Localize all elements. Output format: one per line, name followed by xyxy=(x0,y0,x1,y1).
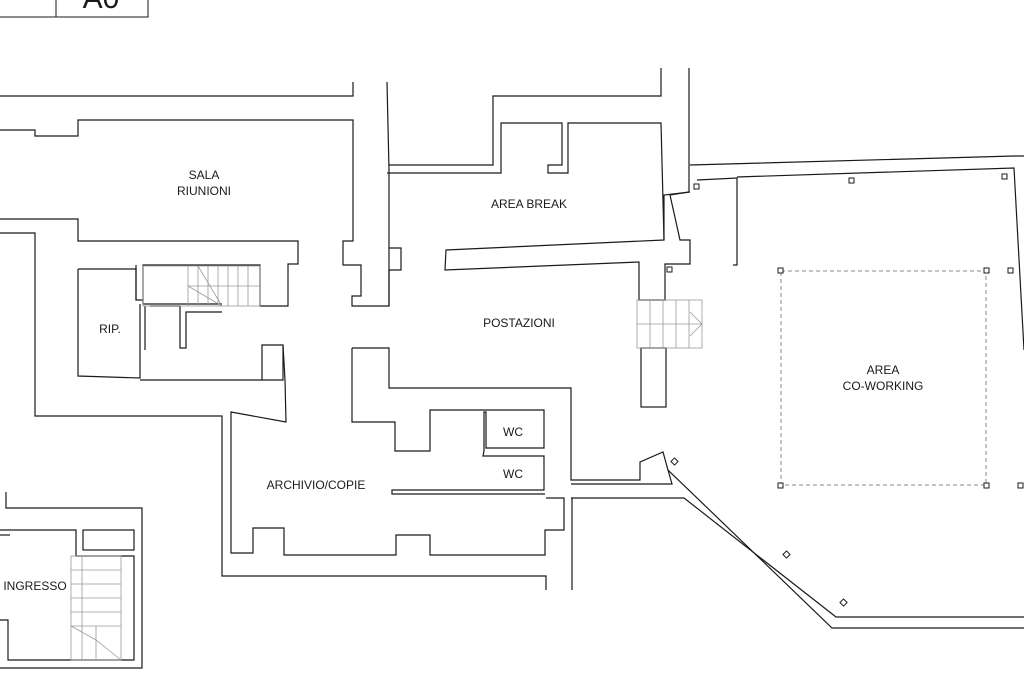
room-label-area-break: AREA BREAK xyxy=(491,197,567,211)
column-marker xyxy=(983,482,990,489)
column-marker xyxy=(777,267,784,274)
room-label-postazioni: POSTAZIONI xyxy=(483,316,555,330)
room-label-archivio: ARCHIVIO/COPIE xyxy=(267,478,366,492)
room-label-wc-lower: WC xyxy=(503,467,523,481)
room-label-sala-riunioni-line1: SALA xyxy=(189,168,220,182)
column-marker xyxy=(839,598,848,607)
room-label-area-coworking-line2: CO-WORKING xyxy=(843,379,924,393)
sheet-code: A0 xyxy=(83,0,120,15)
column-marker xyxy=(1007,267,1014,274)
column-marker xyxy=(983,267,990,274)
room-label-area-coworking-line1: AREA xyxy=(867,363,900,377)
title-block: A0 xyxy=(0,0,149,18)
column-marker xyxy=(1017,482,1024,489)
coworking-zone xyxy=(666,173,1024,607)
column-marker xyxy=(693,183,700,190)
column-marker xyxy=(777,482,784,489)
stairs xyxy=(70,265,703,661)
room-label-wc-upper: WC xyxy=(503,425,523,439)
column-marker xyxy=(782,550,791,559)
room-label-ripostiglio: RIP. xyxy=(99,322,121,336)
column-marker xyxy=(1001,173,1008,180)
column-marker xyxy=(848,177,855,184)
room-label-sala-riunioni-line2: RIUNIONI xyxy=(177,184,231,198)
column-marker xyxy=(670,457,679,466)
room-label-ingresso: INGRESSO xyxy=(3,579,66,593)
column-marker xyxy=(666,266,673,273)
room-labels: SALA RIUNIONI AREA BREAK POSTAZIONI RIP.… xyxy=(3,168,923,593)
